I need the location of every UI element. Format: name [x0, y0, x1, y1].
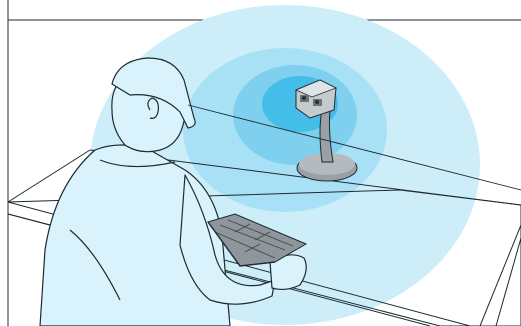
device-lens-dot-right: [315, 100, 319, 104]
device-lens-dot-left: [302, 96, 306, 100]
